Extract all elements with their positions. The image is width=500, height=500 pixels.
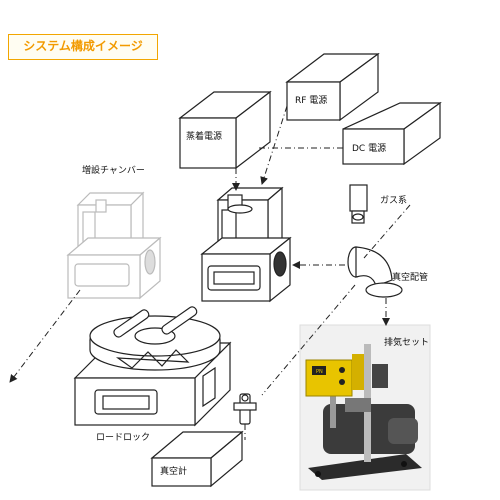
vacuum-gauge-box xyxy=(150,430,244,488)
rf-power-box xyxy=(285,52,380,122)
gas-valve xyxy=(349,184,368,224)
pump-brand-text: PN xyxy=(316,369,323,375)
label-exhaust-set: 排気セット xyxy=(384,338,430,348)
label-rf-power: RF 電源 xyxy=(295,96,328,106)
diagram-title: システム構成イメージ xyxy=(8,34,158,60)
process-chamber xyxy=(200,186,292,303)
extra-chamber-ghost xyxy=(66,191,162,300)
exhaust-pump-photo: PN xyxy=(299,324,431,491)
vacuum-gauge xyxy=(233,393,257,425)
label-load-lock: ロードロック xyxy=(96,433,151,443)
deposition-power-box xyxy=(178,90,272,170)
label-extra-chamber: 増設チャンバー xyxy=(82,166,145,176)
dc-power-box xyxy=(342,101,442,166)
label-dc-power: DC 電源 xyxy=(352,144,387,154)
label-vacuum-piping: 真空配管 xyxy=(392,273,429,283)
load-lock xyxy=(73,306,232,427)
connector-lines xyxy=(9,105,411,440)
label-gas-system: ガス系 xyxy=(380,196,408,206)
label-vacuum-gauge: 真空計 xyxy=(160,467,188,477)
label-deposition-power: 蒸着電源 xyxy=(186,132,223,142)
